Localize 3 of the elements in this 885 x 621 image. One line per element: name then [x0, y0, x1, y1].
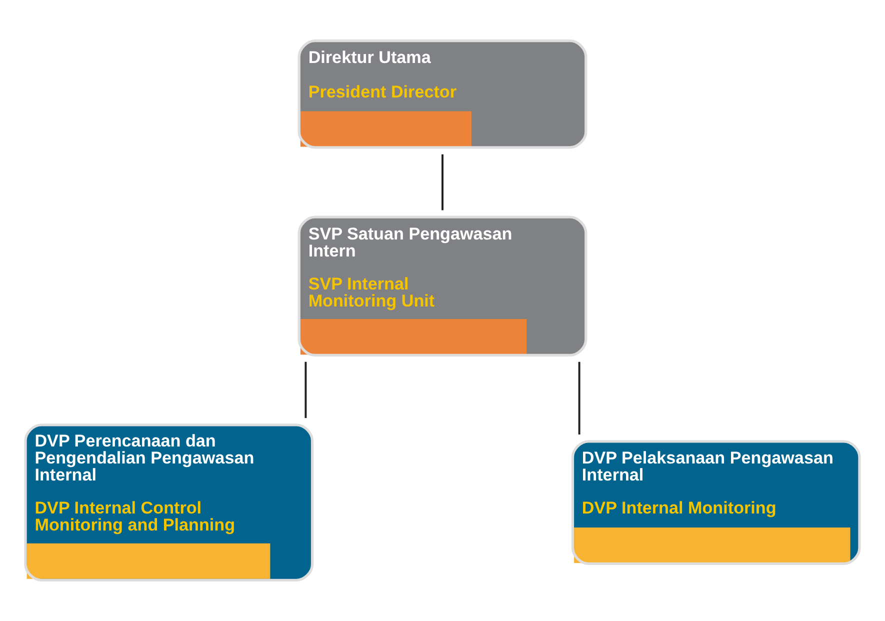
- connector: [442, 154, 444, 210]
- connector: [304, 362, 307, 418]
- connector: [578, 362, 580, 434]
